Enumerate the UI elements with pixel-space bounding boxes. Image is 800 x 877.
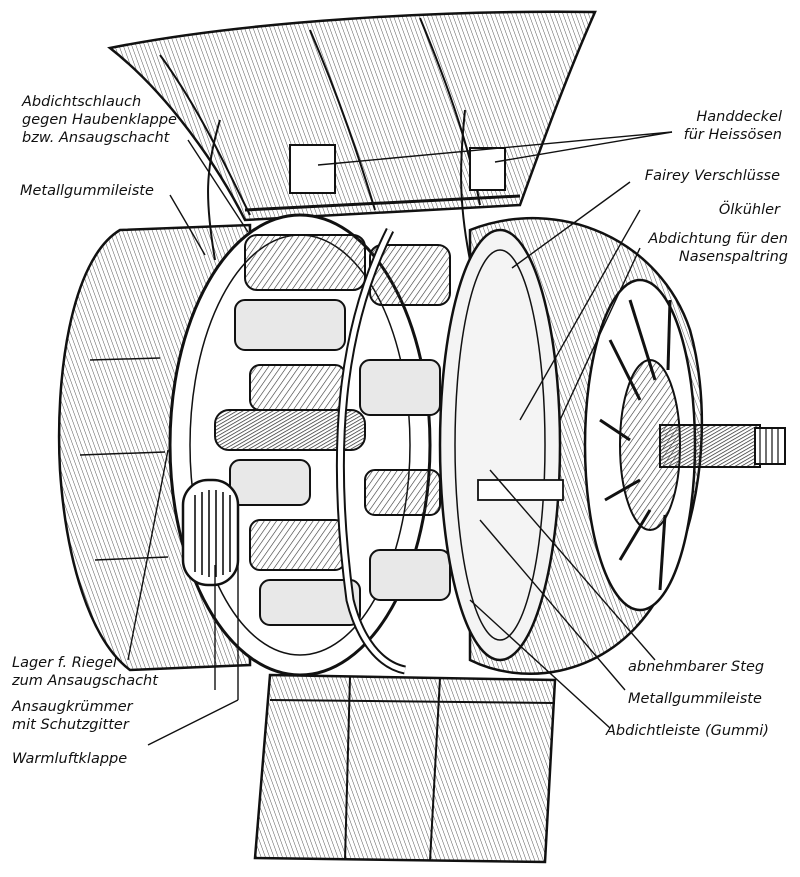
label-line: für Heissösen: [683, 127, 782, 143]
label-abdichtschlauch: Abdichtschlauch gegen Haubenklappe bzw. …: [22, 93, 177, 147]
label-line: Nasenspaltring: [678, 249, 788, 265]
label-line: Handdeckel: [696, 109, 782, 125]
label-warmluftklappe: Warmluftklappe: [12, 751, 128, 767]
propeller-shaft: [659, 424, 786, 468]
label-metallgummileiste-left: Metallgummileiste: [20, 183, 154, 199]
label-line: zum Ansaugschacht: [12, 673, 158, 689]
label-abdichtung: Abdichtung für den Nasenspaltring: [648, 230, 788, 266]
label-abdichtleiste: Abdichtleiste (Gummi): [606, 723, 769, 739]
label-line: Ansaugkrümmer: [12, 699, 133, 715]
label-line: Lager f. Riegel: [12, 655, 117, 671]
label-line: bzw. Ansaugschacht: [22, 130, 170, 146]
engine-cylinders: [214, 227, 451, 675]
label-metallgummileiste-right: Metallgummileiste: [628, 691, 762, 707]
label-abnehmbarer-steg: abnehmbarer Steg: [628, 659, 765, 675]
hood-flap-open: [107, 10, 597, 261]
label-ansaugkruemmer: Ansaugkrümmer mit Schutzgitter: [12, 698, 133, 734]
label-line: Abdichtung für den: [648, 231, 788, 247]
leader-lines: [127, 131, 673, 746]
label-lager: Lager f. Riegel zum Ansaugschacht: [12, 654, 158, 690]
label-oelkuehler: Ölkühler: [718, 202, 780, 218]
label-line: Abdichtschlauch: [22, 94, 142, 110]
label-line: gegen Haubenklappe: [22, 112, 177, 128]
lower-flap-open: [253, 673, 557, 864]
intake-screen: [181, 478, 240, 587]
label-line: mit Schutzgitter: [12, 717, 129, 733]
label-fairey: Fairey Verschlüsse: [644, 168, 780, 184]
label-handdeckel: Handdeckel für Heissösen: [684, 108, 782, 144]
